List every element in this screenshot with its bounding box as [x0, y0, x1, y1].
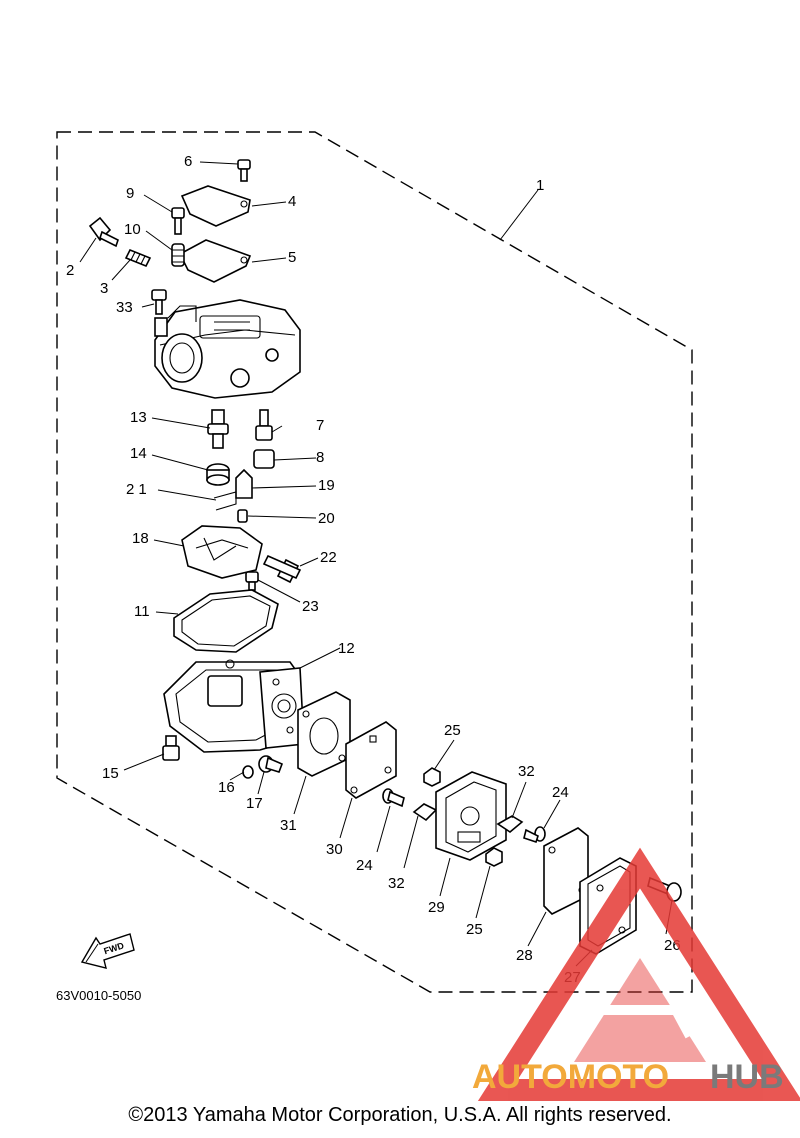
callout-25-bottom: 25	[466, 921, 483, 938]
callout-7: 7	[316, 417, 324, 434]
screw-15	[162, 735, 180, 761]
callout-8: 8	[316, 449, 324, 466]
screw-23	[245, 571, 259, 591]
cover-plate-4	[180, 185, 251, 227]
watermark-logo	[477, 847, 800, 1101]
callout-20: 20	[318, 510, 335, 527]
callout-2: 2	[66, 262, 74, 279]
callout-labels: 1 2 3 4 5 6 7 8 9 10 11 12 13 14 15 16 1…	[66, 153, 681, 986]
diaphragm-32-right	[496, 815, 524, 833]
callout-17: 17	[246, 795, 263, 812]
watermark-text-a: AUTOMOTO	[472, 1058, 669, 1096]
watermark-text-b: HUB	[710, 1058, 784, 1096]
float-18	[181, 525, 263, 579]
float-chamber-12	[163, 659, 305, 753]
jet-holder-14	[206, 463, 230, 486]
spring-3	[124, 248, 152, 268]
copyright-notice: ©2013 Yamaha Motor Corporation, U.S.A. A…	[128, 1104, 672, 1126]
fuel-pump-body-29	[435, 771, 507, 861]
clip-21	[213, 491, 237, 511]
nut-25-top	[423, 767, 441, 787]
screw-24-left	[382, 788, 405, 808]
callout-6: 6	[184, 153, 192, 170]
gasket-30	[345, 721, 397, 799]
needle-valve-19	[235, 468, 253, 499]
screw-24-right	[523, 826, 546, 844]
callout-18: 18	[132, 530, 149, 547]
callout-15: 15	[102, 765, 119, 782]
callout-29: 29	[428, 899, 445, 916]
callout-1: 1	[536, 177, 544, 194]
callout-14: 14	[130, 445, 147, 462]
callout-9: 9	[126, 185, 134, 202]
gasket-31	[297, 691, 351, 777]
gasket-11	[173, 589, 279, 653]
callout-12: 12	[338, 640, 355, 657]
callout-10: 10	[124, 221, 141, 238]
callout-22: 22	[320, 549, 337, 566]
screw-9	[171, 207, 185, 235]
screw-6	[237, 159, 251, 182]
callout-32-left: 32	[388, 875, 405, 892]
jet-7	[255, 409, 273, 441]
callout-28: 28	[516, 947, 533, 964]
callout-31: 31	[280, 817, 297, 834]
plug-8	[253, 449, 275, 469]
diagram-part-code: 63V0010-5050	[56, 988, 142, 1003]
gasket-5	[178, 239, 252, 283]
screw-33	[151, 289, 167, 315]
callout-21: 21	[126, 481, 151, 498]
callout-24-left: 24	[356, 857, 373, 874]
callout-19: 19	[318, 477, 335, 494]
callout-13: 13	[130, 409, 147, 426]
callout-3: 3	[100, 280, 108, 297]
callout-30: 30	[326, 841, 343, 858]
callout-23: 23	[302, 598, 319, 615]
screw-17	[258, 755, 284, 773]
callout-5: 5	[288, 249, 296, 266]
assembly-boundary	[56, 131, 693, 993]
callout-4: 4	[288, 193, 296, 210]
callout-33: 33	[116, 299, 133, 316]
spring-10	[171, 243, 185, 267]
callout-32-right: 32	[518, 763, 535, 780]
jet-13	[207, 409, 229, 449]
pin-22	[262, 554, 302, 584]
callout-11: 11	[134, 603, 150, 620]
callout-24-right: 24	[552, 784, 569, 801]
callout-16: 16	[218, 779, 235, 796]
fwd-arrow-icon: FWD	[80, 933, 135, 969]
nut-25-bottom	[485, 847, 503, 867]
carburetor-body	[154, 299, 301, 399]
callout-25-top: 25	[444, 722, 461, 739]
screw-2	[88, 216, 119, 248]
washer-16	[242, 765, 254, 779]
screw-20	[237, 509, 248, 523]
